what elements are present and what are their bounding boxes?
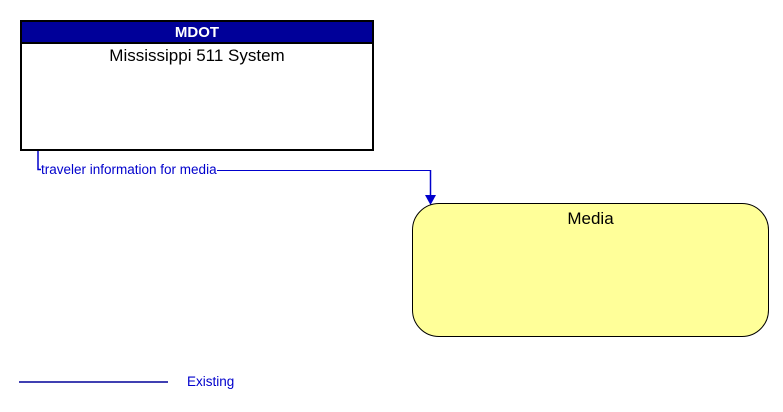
flow-horizontal-line — [216, 169, 431, 171]
flow-label-traveler-information-for-media[interactable]: traveler information for media — [41, 162, 217, 178]
legend-label-existing: Existing — [187, 374, 235, 389]
entity-body: Mississippi 511 System — [22, 44, 372, 66]
terminator-box-media[interactable]: Media — [412, 203, 769, 337]
entity-name-label: Mississippi 511 System — [109, 46, 285, 65]
entity-box-mississippi-511-system[interactable]: MDOT Mississippi 511 System — [20, 20, 374, 151]
terminator-name-label: Media — [567, 209, 614, 228]
entity-header-label: MDOT — [174, 23, 220, 41]
entity-header: MDOT — [22, 22, 372, 44]
flow-row: traveler information for media — [41, 163, 431, 177]
